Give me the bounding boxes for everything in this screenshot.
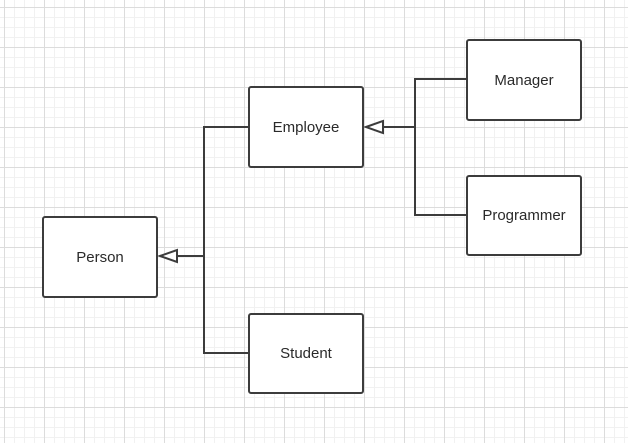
node-programmer[interactable]: Programmer xyxy=(466,175,582,256)
inheritance-edges-to-employee xyxy=(362,78,466,216)
edge-manager-to-employee[interactable] xyxy=(414,78,466,127)
inheritance-edges-to-person xyxy=(156,126,248,354)
node-employee[interactable]: Employee xyxy=(248,86,364,168)
node-programmer-label: Programmer xyxy=(482,207,566,224)
node-person[interactable]: Person xyxy=(42,216,158,298)
inheritance-arrowhead-employee xyxy=(362,119,384,135)
node-student[interactable]: Student xyxy=(248,313,364,394)
node-person-label: Person xyxy=(76,248,124,266)
node-manager[interactable]: Manager xyxy=(466,39,582,121)
node-manager-label: Manager xyxy=(494,71,554,89)
edge-employee-to-person[interactable] xyxy=(203,126,248,256)
edge-student-to-person[interactable] xyxy=(203,256,248,354)
edge-programmer-to-employee[interactable] xyxy=(414,127,466,216)
inheritance-arrowhead-person xyxy=(156,248,178,264)
node-student-label: Student xyxy=(280,345,332,362)
node-employee-label: Employee xyxy=(272,118,340,136)
